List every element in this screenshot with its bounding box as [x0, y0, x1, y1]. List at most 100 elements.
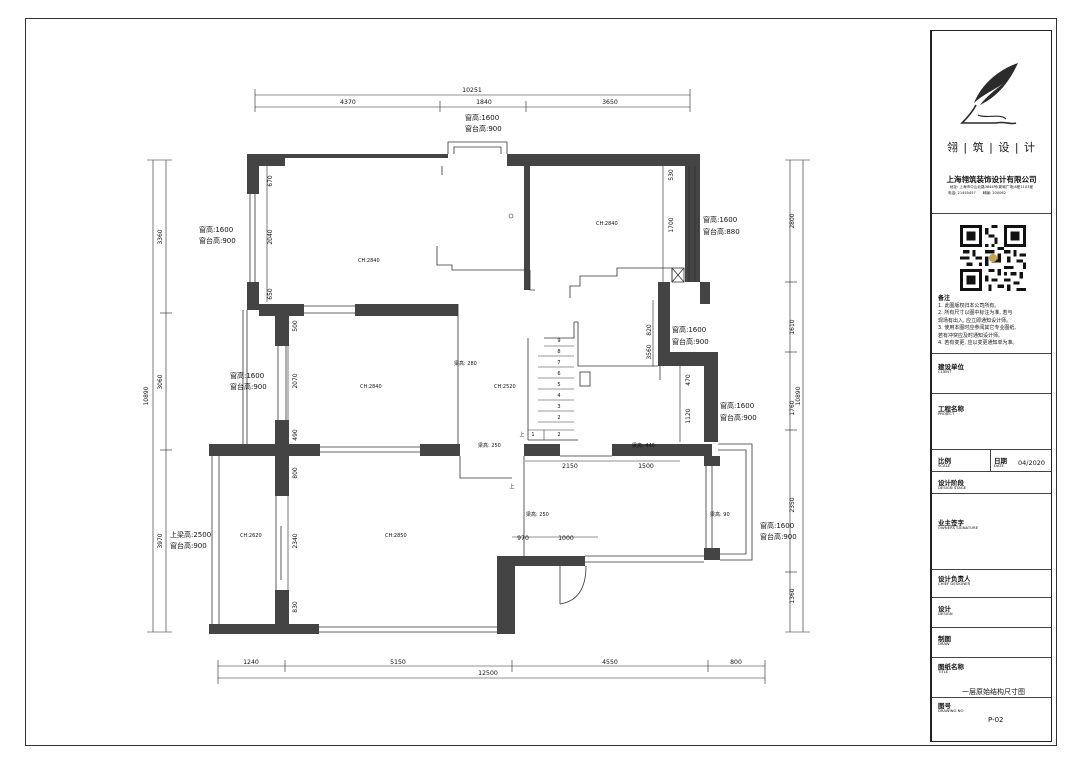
- right-dim-5: 1360: [789, 588, 796, 603]
- drawing-frame: [25, 18, 1057, 746]
- right3-window-sill: 窗台高:900: [760, 532, 797, 541]
- draw-label: 制图: [938, 635, 951, 643]
- drawing-no-label: 图号: [938, 702, 951, 710]
- stair-step: 6: [557, 371, 560, 377]
- beam-250-a: 梁高: 250: [478, 442, 501, 449]
- company-address: 地址: 上海市中山北路3844号(新城广场)8座1103室: [949, 185, 1034, 189]
- inner-dim-800: 800: [292, 467, 299, 479]
- stair-up-label: 上: [509, 483, 514, 490]
- client-label-en: CLIENT: [938, 369, 952, 374]
- mid-window-sill: 窗台高:900: [672, 337, 709, 346]
- beam-250-b: 梁高: 250: [526, 511, 549, 518]
- right2-window-sill: 窗台高:900: [720, 413, 757, 422]
- left1-window-height: 窗高:1600: [199, 225, 233, 234]
- title-label: 图纸名称: [938, 663, 964, 671]
- owner-signature-label: 业主签字: [938, 519, 964, 527]
- title-label-en: TITLE: [938, 669, 949, 674]
- top-window-sill: 窗台高:900: [465, 124, 502, 133]
- left1-window-sill: 窗台高:900: [199, 236, 236, 245]
- stair-step: 9: [557, 338, 560, 344]
- bottom-dim-1: 1240: [243, 659, 259, 666]
- project-label-en: PROJECT: [938, 411, 955, 416]
- stair-step: 2: [557, 432, 560, 438]
- ceiling-heights: CH:2840 CH:2840 CH:2840 CH:2520 CH:2850 …: [240, 221, 618, 539]
- left2-window-height: 窗高:1600: [230, 371, 264, 380]
- inner-dim-2070: 2070: [292, 373, 299, 388]
- note-line: 3. 使用本图时应参阅其它专业图纸,: [938, 325, 1016, 331]
- ceiling-room3: CH:2840: [360, 384, 382, 390]
- top-window-height: 窗高:1600: [465, 113, 499, 122]
- design-stage-label: 设计阶段: [938, 479, 964, 487]
- inner-dim-670: 670: [267, 175, 274, 187]
- chief-designer-label-en: CHIEF DESIGNER: [938, 581, 971, 586]
- left-dim-2: 3060: [157, 374, 164, 389]
- stair-treads: [528, 345, 574, 440]
- ceiling-balcony: CH:2620: [240, 533, 262, 539]
- bottom-dim-4: 800: [730, 659, 742, 666]
- notes-title: 备注: [938, 295, 951, 302]
- window-lines: [211, 141, 753, 633]
- note-line: 2. 所有尺寸以图中标注为准, 若与: [938, 310, 1013, 316]
- ceiling-room1: CH:2840: [358, 258, 380, 264]
- notes-section: 备注 1. 此图版权归本公司所有。 2. 所有尺寸以图中标注为准, 若与 现场有…: [938, 295, 1050, 348]
- inner-dim-650: 650: [267, 288, 274, 300]
- inner-dim-530: 530: [668, 169, 675, 181]
- walls: [209, 154, 720, 634]
- left-dim-1: 3360: [157, 229, 164, 244]
- note-line: 若有冲突应及时通知设计师。: [938, 332, 1004, 339]
- ceiling-living: CH:2850: [385, 533, 407, 539]
- inner-dim-2150: 2150: [562, 463, 578, 470]
- overall-right-dim: 10890: [795, 386, 802, 405]
- dimension-texts: 10251 4370 1840 3650 12500 1240 5150 455…: [243, 87, 742, 677]
- stair-step: 5: [557, 382, 560, 388]
- beam-440: 梁高: 440: [632, 442, 655, 449]
- date-value: 04/2020: [1018, 459, 1046, 467]
- bottom-dim-2: 5150: [390, 659, 406, 666]
- ceiling-hall: CH:2520: [494, 384, 516, 390]
- inner-dim-470: 470: [685, 374, 692, 386]
- stair-step: 3: [557, 404, 560, 410]
- note-line: 1. 此图版权归本公司所有。: [938, 302, 1000, 309]
- inner-dim-490: 490: [292, 429, 299, 441]
- company-postcode: 邮编: 200062: [982, 191, 1006, 195]
- left3-beam-height: 上梁高:2500: [170, 530, 211, 539]
- scale-label-en: SCALE: [938, 463, 951, 468]
- note-line: 4. 若有变更, 应以变更通知单为准。: [938, 340, 1018, 346]
- overall-top-dim: 10251: [462, 87, 482, 94]
- inner-dim-3560: 3560: [646, 344, 653, 359]
- stair-step: 4: [557, 393, 560, 399]
- company-name: 上海翎筑装饰设计有限公司: [946, 175, 1037, 184]
- stair-step: 1: [531, 432, 534, 438]
- right-dim-2: 1610: [789, 319, 796, 334]
- vertical-dim-texts: 10890 3360 3060 3 970 10890 2 800 1610 176…: [143, 169, 802, 613]
- left3-window-sill: 窗台高:900: [170, 541, 207, 550]
- client-label: 建设单位: [938, 363, 964, 371]
- inner-dim-2040: 2040: [267, 229, 274, 244]
- overall-left-dim: 10890: [143, 386, 150, 405]
- beam-notes: 梁高: 280 梁高: 250 梁高: 440 梁高: 250 梁高: 90: [454, 360, 730, 518]
- right-dim-3: 1760: [789, 400, 796, 415]
- right1-window-sill: 窗台高:880: [703, 227, 740, 236]
- inner-dim-970: 970: [517, 535, 529, 542]
- date-label: 日期: [994, 457, 1007, 465]
- owner-signature-label-en: OWNERS SIGNATURE: [938, 525, 978, 530]
- inner-dim-500: 500: [292, 320, 299, 332]
- inner-dim-1500: 1500: [638, 463, 654, 470]
- right1-window-height: 窗高:1600: [703, 215, 737, 224]
- inner-dim-1700: 1700: [668, 217, 675, 232]
- inner-dim-1120: 1120: [685, 408, 692, 423]
- scale-label: 比例: [938, 457, 951, 465]
- design-stage-label-en: DESIGN STAGE: [938, 485, 967, 490]
- feather-logo-icon: [960, 63, 1018, 125]
- inner-dim-830: 830: [292, 601, 299, 613]
- designer-label-en: DESIGN: [938, 611, 953, 616]
- qr-code-icon: [960, 225, 1026, 291]
- inner-dim-1000: 1000: [558, 535, 574, 542]
- left2-window-sill: 窗台高:900: [230, 382, 267, 391]
- designer-label: 设计: [938, 605, 951, 613]
- top-dim-1: 4370: [340, 99, 356, 106]
- inner-dim-2340: 2340: [292, 533, 299, 548]
- brand-name: 翎 | 筑 | 设 | 计: [946, 141, 1037, 154]
- contact-line: 电话: 21450457 邮编: 200062: [948, 191, 1006, 196]
